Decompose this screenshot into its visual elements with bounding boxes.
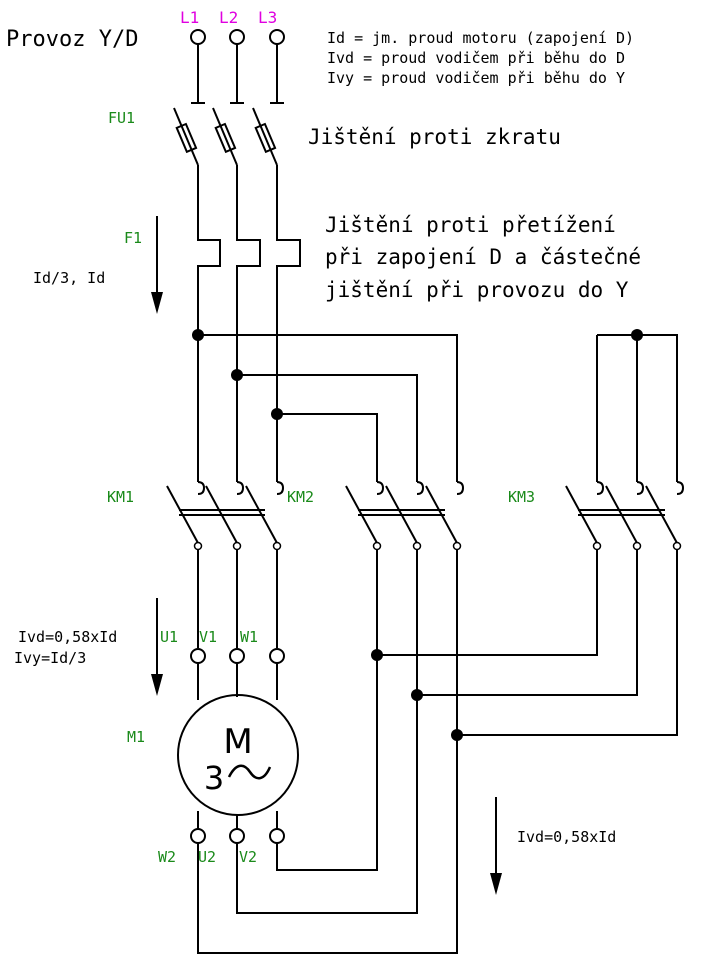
legend-line-2: Ivd = proud vodičem při běhu do D [327,49,625,67]
label-f1: F1 [124,229,142,247]
phase-label-l3: L3 [258,8,277,27]
note-f1-current: Id/3, Id [33,269,105,287]
note-overload-3: jištění při provozu do Y [325,278,629,302]
label-km1: KM1 [107,488,134,506]
note-ivy-left: Ivy=Id/3 [14,649,86,667]
current-arrow-ivd-left [151,598,163,696]
label-w1: W1 [240,628,258,646]
fuse-fu1 [173,107,278,166]
label-km2: KM2 [287,488,314,506]
phase-label-l1: L1 [180,8,199,27]
motor-letter: M [223,722,252,762]
contactor-km2 [345,481,465,551]
motor-phase-count: 3 [204,759,224,797]
note-overload-2: při zapojení D a částečné [325,245,641,269]
note-overload-1: Jištění proti přetížení [325,213,616,237]
label-v1: V1 [199,628,217,646]
label-m1: M1 [127,728,145,746]
delta-star-interconnects [197,550,678,954]
legend-line-3: Ivy = proud vodičem při běhu do Y [327,69,625,87]
label-w2: W2 [158,848,176,866]
label-km3: KM3 [508,488,535,506]
diagram-title: Provoz Y/D [6,27,138,52]
note-ivd-left: Ivd=0,58xId [18,628,117,646]
overload-relay-f1 [197,165,301,482]
legend-line-1: Id = jm. proud motoru (zapojení D) [327,29,634,47]
note-short-circuit: Jištění proti zkratu [308,125,561,149]
contactor-km1 [166,481,285,648]
contactor-km3 [565,481,685,551]
label-u2: U2 [198,848,216,866]
motor-m1: M 3 [177,648,299,844]
ac-symbol-icon [227,764,272,780]
note-ivd-right: Ivd=0,58xId [517,828,616,846]
supply-terminals [190,29,285,104]
label-u1: U1 [160,628,178,646]
label-v2: V2 [239,848,257,866]
phase-label-l2: L2 [219,8,238,27]
km2-feed-wires [192,329,458,482]
km3-star-bridge [596,329,678,482]
current-arrow-f1 [151,216,163,314]
current-arrow-ivd-right [490,797,502,895]
label-fu1: FU1 [108,109,135,127]
